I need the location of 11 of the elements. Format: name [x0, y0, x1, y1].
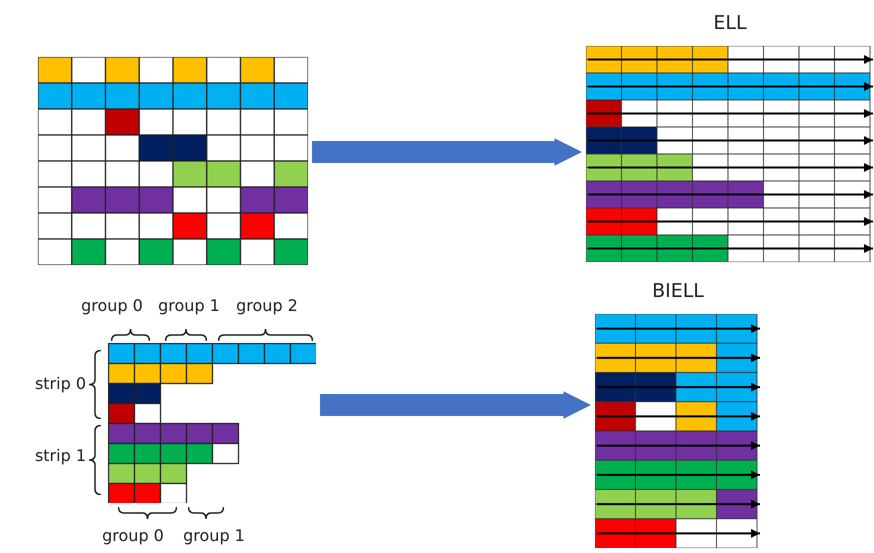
group-label: strip 1: [34, 448, 86, 464]
group-label: group 0: [101, 528, 165, 544]
block-arrow: [312, 138, 582, 166]
format-title: ELL: [712, 14, 748, 33]
group-label: group 1: [182, 528, 246, 544]
block-arrow: [320, 391, 591, 419]
group-label: strip 0: [34, 376, 86, 392]
format-title: BIELL: [651, 282, 705, 301]
group-label: group 2: [235, 298, 299, 314]
group-label: group 1: [157, 298, 221, 314]
group-label: group 0: [80, 298, 144, 314]
